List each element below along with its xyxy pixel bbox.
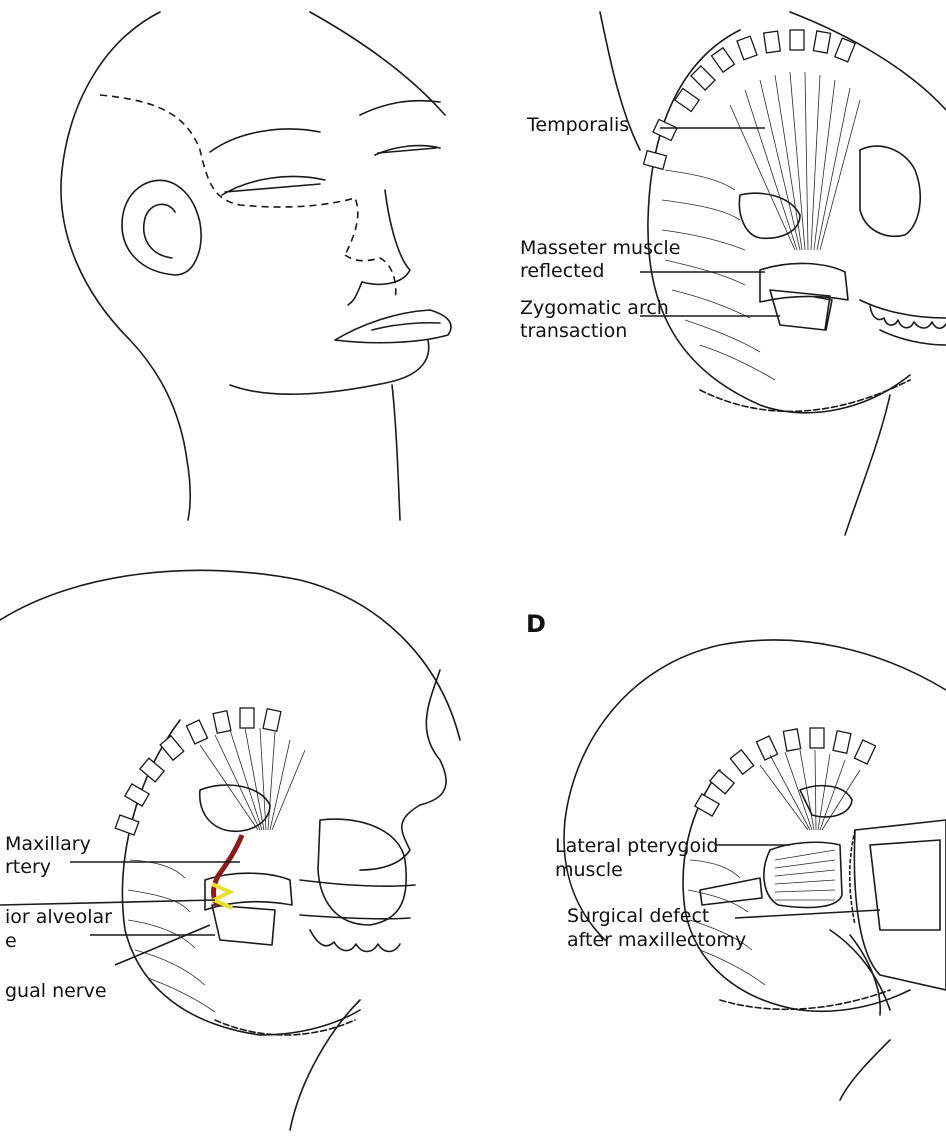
- label-masseter-line1: Masseter muscle: [520, 237, 680, 259]
- label-zygomatic-line2: transaction: [520, 320, 627, 342]
- panel-d-defect: D: [526, 610, 946, 1100]
- label-pterygoid-line2: muscle: [555, 859, 623, 881]
- label-maxillary-line1: Maxillary: [5, 833, 91, 855]
- label-temporalis: Temporalis: [526, 114, 629, 136]
- label-defect-line1: Surgical defect: [567, 905, 709, 927]
- label-alveolar-line2: e: [5, 930, 17, 952]
- panel-c-dissection: Maxillary rtery ior alveolar e gual nerv…: [0, 570, 460, 1130]
- label-defect-line2: after maxillectomy: [567, 929, 746, 951]
- label-masseter-line2: reflected: [520, 260, 604, 282]
- panel-letter-d: D: [526, 610, 546, 638]
- label-pterygoid-line1: Lateral pterygoid: [555, 835, 718, 857]
- label-zygomatic-line1: Zygomatic arch: [520, 297, 669, 319]
- panel-a-face: [61, 12, 451, 520]
- label-lingual-nerve: gual nerve: [5, 980, 107, 1002]
- label-alveolar-line1: ior alveolar: [5, 906, 112, 928]
- label-maxillary-line2: rtery: [5, 856, 51, 878]
- panel-b-dissection: Temporalis Masseter muscle reflected Zyg…: [520, 12, 946, 535]
